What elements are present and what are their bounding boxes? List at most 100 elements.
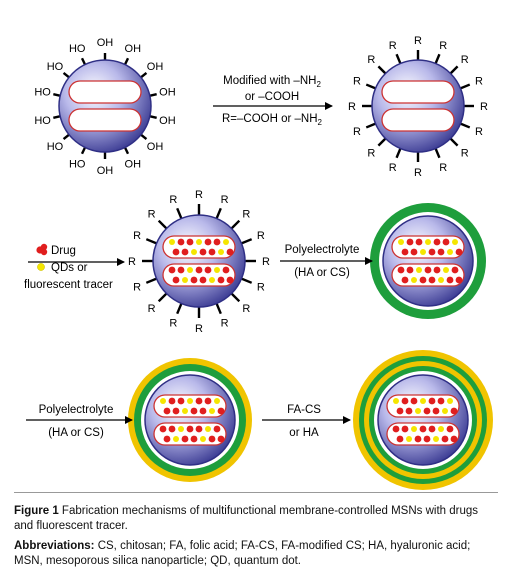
surface-group-label: OH: [97, 165, 114, 177]
mesopore-channel: [381, 108, 455, 132]
polyelectrolyte-arrow-2: Polyelectrolyte (HA or CS): [26, 404, 133, 439]
surface-group-label: HO: [69, 43, 86, 55]
drug-molecule: [177, 266, 185, 274]
surface-group-label: R: [439, 162, 447, 174]
drug-molecule: [226, 276, 234, 284]
drug-molecule: [208, 435, 216, 443]
surface-group-label: R: [367, 148, 375, 160]
drug-molecule: [419, 425, 427, 433]
surface-group-label: R: [461, 54, 469, 66]
drug-molecule: [204, 238, 212, 246]
drug-molecule: [406, 238, 414, 246]
drug-molecule: [401, 425, 409, 433]
quantum-dot: [438, 277, 444, 283]
drug-molecule: [428, 397, 436, 405]
drug-molecule: [442, 238, 450, 246]
drug-molecule: [446, 276, 454, 284]
figure-caption: Figure 1 Fabrication mechanisms of multi…: [14, 504, 498, 534]
surface-group-label: HO: [47, 61, 64, 73]
surface-group-label: R: [414, 35, 422, 47]
drug-molecule: [433, 266, 441, 274]
surface-group-label: R: [128, 256, 136, 268]
quantum-dot: [425, 239, 431, 245]
drug-molecule: [204, 266, 212, 274]
svg-text:Polyelectrolyte: Polyelectrolyte: [39, 404, 114, 416]
quantum-dot: [209, 408, 215, 414]
drug-molecule: [410, 397, 418, 405]
drug-molecule: [433, 238, 441, 246]
drug-molecule: [195, 266, 203, 274]
quantum-dot: [411, 426, 417, 432]
quantum-dot: [411, 277, 417, 283]
drug-molecule: [401, 397, 409, 405]
legend: Drug QDs or fluorescent tracer: [24, 243, 125, 291]
svg-text:Polyelectrolyte: Polyelectrolyte: [285, 244, 360, 256]
drug-molecule: [222, 266, 230, 274]
drug-molecule: [159, 425, 167, 433]
surface-group-label: R: [475, 76, 483, 88]
drug-molecule: [226, 248, 234, 256]
surface-group-label: HO: [69, 159, 86, 171]
arrow1-line3: R=–COOH or –NH2: [222, 113, 323, 127]
quantum-dot: [187, 398, 193, 404]
drug-molecule: [406, 266, 414, 274]
drug-molecule: [172, 276, 180, 284]
surface-group-label: HO: [34, 87, 51, 99]
surface-group-label: R: [439, 40, 447, 52]
surface-group-label: R: [221, 318, 229, 330]
surface-group-label: HO: [34, 115, 51, 127]
drug-molecule: [163, 435, 171, 443]
qd-legend-icon: [37, 263, 45, 271]
surface-group-label: OH: [159, 87, 176, 99]
caption-divider: [14, 492, 498, 493]
drug-molecule: [213, 238, 221, 246]
quantum-dot: [214, 398, 220, 404]
drug-molecule: [405, 407, 413, 415]
drug-molecule: [199, 407, 207, 415]
drug-molecule: [208, 248, 216, 256]
drug-molecule: [177, 238, 185, 246]
quantum-dot: [196, 239, 202, 245]
drug-molecule: [217, 435, 225, 443]
drug-molecule: [419, 276, 427, 284]
surface-group-label: HO: [47, 141, 64, 153]
drug-molecule: [186, 238, 194, 246]
mesopore-channel: [68, 80, 142, 104]
quantum-dot: [160, 398, 166, 404]
drug-molecule: [397, 266, 405, 274]
surface-group-label: OH: [147, 141, 164, 153]
surface-group-label: R: [389, 40, 397, 52]
surface-group-label: R: [195, 323, 203, 335]
surface-group-label: R: [414, 167, 422, 179]
quantum-dot: [178, 426, 184, 432]
drug-molecule: [437, 397, 445, 405]
polyelectrolyte-arrow-1: Polyelectrolyte (HA or CS): [280, 244, 373, 279]
drug-molecule: [168, 425, 176, 433]
targeted-msn-particle: [353, 350, 493, 490]
drug-molecule: [455, 276, 463, 284]
surface-group-label: R: [257, 281, 265, 293]
surface-group-label: R: [148, 208, 156, 220]
quantum-dot: [169, 239, 175, 245]
drug-legend-label: Drug: [51, 245, 76, 257]
svg-text:(HA or CS): (HA or CS): [48, 427, 104, 439]
drug-molecule: [410, 248, 418, 256]
quantum-dot: [187, 267, 193, 273]
quantum-dot: [182, 277, 188, 283]
surface-group-label: OH: [125, 43, 142, 55]
surface-group-label: R: [169, 194, 177, 206]
drug-molecule: [396, 435, 404, 443]
surface-group-label: R: [133, 230, 141, 242]
quantum-dot: [452, 239, 458, 245]
drug-molecule: [181, 435, 189, 443]
quantum-dot: [447, 398, 453, 404]
drug-molecule: [414, 435, 422, 443]
drug-legend-icon: [36, 243, 48, 256]
qd-legend-label-line2: fluorescent tracer: [24, 279, 113, 291]
svg-text:or HA: or HA: [289, 427, 319, 439]
drug-molecule: [213, 425, 221, 433]
abbreviations-label: Abbreviations:: [14, 540, 95, 552]
drug-molecule: [451, 266, 459, 274]
drug-molecule: [204, 397, 212, 405]
quantum-dot: [420, 249, 426, 255]
